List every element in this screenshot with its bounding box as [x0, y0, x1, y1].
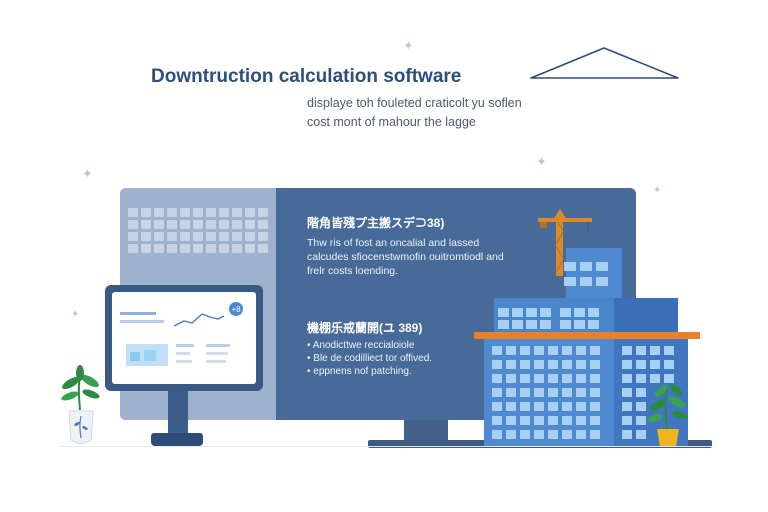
plant-icon: [61, 365, 100, 444]
sparkle-icon: ✦: [71, 309, 80, 320]
panel-paragraph-1: Thw ris of fost an oncalial and lassed c…: [307, 236, 504, 278]
chart-badge-text: +8: [231, 305, 241, 314]
sparkle-icon: ✦: [536, 154, 547, 169]
list-item: Anodicttwe reccialoiole: [307, 339, 432, 352]
orange-ledge: [474, 332, 700, 339]
panel-paragraph-line: Thw ris of fost an oncalial and lassed: [307, 237, 480, 249]
subtitle-line-2: cost mont of mahour the lagge: [307, 115, 476, 129]
sparkle-icon: ✦: [403, 38, 414, 53]
chart-badge-icon: [229, 302, 243, 316]
feature-list: Anodicttwe reccialoiole Ble de codilliec…: [307, 339, 432, 378]
subtitle-line-1: displaye toh fouleted craticolt yu sofle…: [307, 96, 522, 110]
panel-heading-1: 階角皆殘プ主搬スデ⊃38): [307, 216, 445, 230]
panel-heading-2: 機棚乐戒蘭開(ユ 389): [307, 321, 423, 335]
tablet-stand-neck: [168, 391, 188, 433]
list-item: eppnens nof patching.: [307, 365, 432, 378]
panel-paragraph-line: calcudes sfiocenstwmofin ouitromtiodl an…: [307, 251, 504, 263]
roof-outline-icon: [530, 47, 679, 79]
page-title: Downtruction calculation software: [151, 66, 462, 87]
plant-icon: [647, 384, 688, 447]
sparkle-icon: ✦: [653, 185, 662, 196]
panel-paragraph-line: frelr costs loending.: [307, 265, 399, 277]
ground-line: [60, 446, 715, 447]
mid-building: [494, 298, 678, 336]
keyboard-grid: [128, 208, 268, 253]
crane-icon: [538, 209, 592, 276]
tablet-dashboard: +8: [120, 302, 243, 366]
list-item: Ble de codilliect tor offived.: [307, 352, 432, 365]
tablet-stand-base: [151, 433, 203, 446]
tall-building: [564, 248, 622, 302]
sparkle-icon: ✦: [82, 166, 93, 181]
